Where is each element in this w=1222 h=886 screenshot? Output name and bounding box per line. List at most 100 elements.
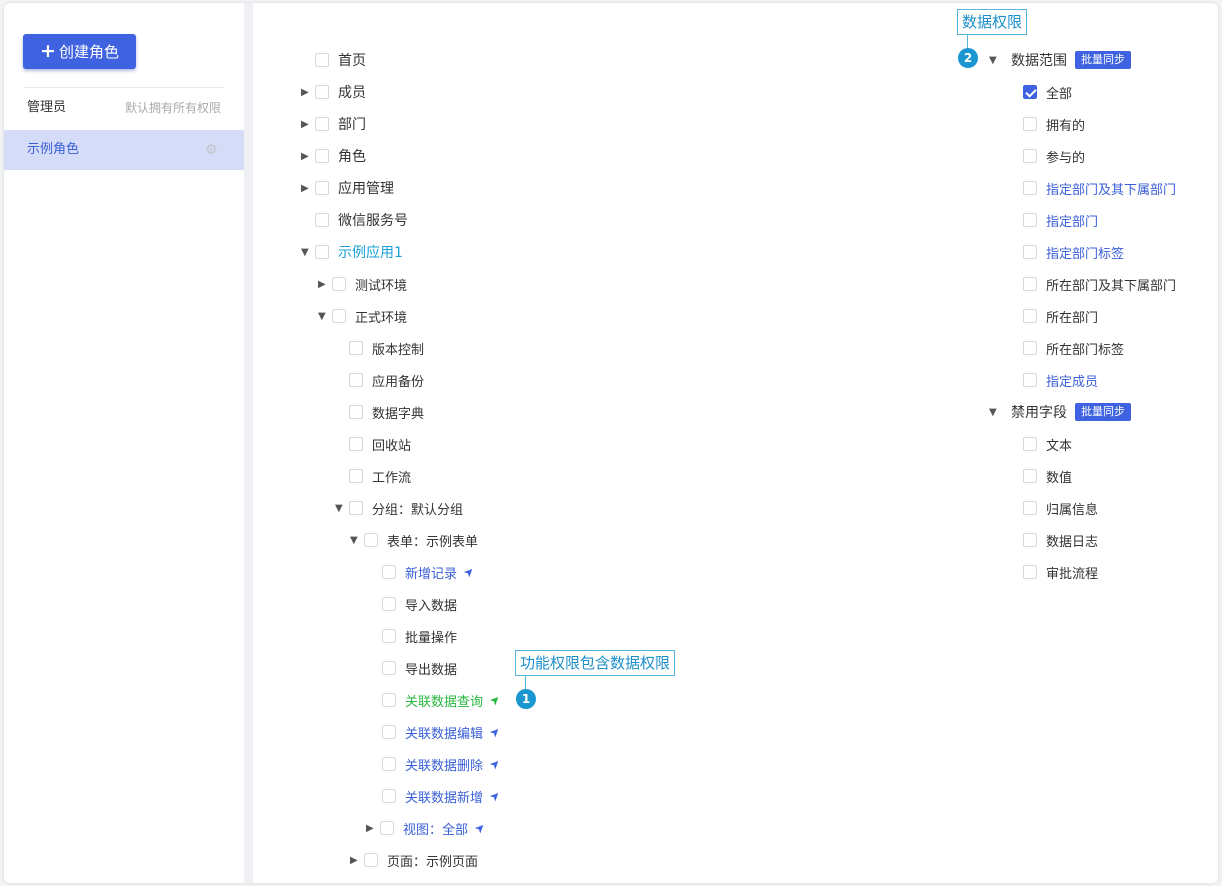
caret-right-icon[interactable]: ▶	[318, 278, 326, 290]
caret-right-icon[interactable]: ▶	[301, 86, 309, 98]
checkbox[interactable]	[380, 821, 394, 835]
caret-right-icon[interactable]: ▶	[301, 150, 309, 162]
tree-node[interactable]: ▶页面：示例页面	[350, 849, 478, 871]
create-role-button[interactable]: +创建角色	[23, 34, 136, 69]
tree-node[interactable]: ▼正式环境	[318, 305, 407, 327]
field-option[interactable]: 归属信息	[1023, 497, 1098, 519]
tree-node[interactable]: ▼表单：示例表单	[350, 529, 478, 551]
caret-down-icon[interactable]: ▼	[335, 502, 343, 514]
checkbox[interactable]	[1023, 437, 1037, 451]
checkbox[interactable]	[315, 245, 329, 259]
tree-node[interactable]: 关联数据新增➤	[368, 785, 504, 807]
tree-node[interactable]: 关联数据查询➤	[368, 689, 504, 711]
checkbox[interactable]	[1023, 533, 1037, 547]
checkbox[interactable]	[349, 341, 363, 355]
checkbox[interactable]	[382, 757, 396, 771]
caret-down-icon[interactable]: ▼	[318, 310, 326, 322]
checkbox[interactable]	[1023, 501, 1037, 515]
checkbox[interactable]	[332, 309, 346, 323]
tree-node[interactable]: 版本控制	[335, 337, 424, 359]
field-option[interactable]: 审批流程	[1023, 561, 1098, 583]
checkbox[interactable]	[1023, 245, 1037, 259]
caret-right-icon[interactable]: ▶	[350, 854, 358, 866]
checkbox[interactable]	[382, 565, 396, 579]
tree-node[interactable]: ▼示例应用1	[301, 241, 403, 263]
tree-node[interactable]: 微信服务号	[301, 209, 408, 231]
checkbox[interactable]	[1023, 373, 1037, 387]
checkbox[interactable]	[315, 85, 329, 99]
gear-icon[interactable]: ⚙	[205, 142, 218, 158]
checkbox[interactable]	[382, 629, 396, 643]
scope-option[interactable]: 指定部门标签	[1023, 241, 1124, 263]
tree-node[interactable]: ▶测试环境	[318, 273, 407, 295]
scope-option[interactable]: 指定部门及其下属部门	[1023, 177, 1176, 199]
checkbox[interactable]	[1023, 117, 1037, 131]
checkbox[interactable]	[349, 501, 363, 515]
caret-right-icon[interactable]: ▶	[366, 822, 374, 834]
role-item-example[interactable]: 示例角色 ⚙	[4, 130, 244, 170]
tree-node[interactable]: 应用备份	[335, 369, 424, 391]
checkbox[interactable]	[364, 533, 378, 547]
checkbox[interactable]	[1023, 149, 1037, 163]
caret-down-icon[interactable]: ▼	[989, 406, 997, 418]
tree-node[interactable]: 回收站	[335, 433, 411, 455]
field-option[interactable]: 数值	[1023, 465, 1072, 487]
tree-node[interactable]: 数据字典	[335, 401, 424, 423]
checkbox[interactable]	[315, 181, 329, 195]
checkbox[interactable]	[315, 149, 329, 163]
checkbox[interactable]	[315, 53, 329, 67]
checkbox[interactable]	[315, 213, 329, 227]
checkbox[interactable]	[382, 725, 396, 739]
tree-node[interactable]: ▼分组：默认分组	[335, 497, 463, 519]
checkbox[interactable]	[1023, 213, 1037, 227]
checkbox[interactable]	[349, 469, 363, 483]
tree-node[interactable]: 首页	[301, 49, 366, 71]
tree-node[interactable]: ▶应用管理	[301, 177, 394, 199]
checkbox[interactable]	[1023, 469, 1037, 483]
tree-node[interactable]: ▶角色	[301, 145, 366, 167]
checkbox[interactable]	[1023, 341, 1037, 355]
tree-node[interactable]: ▶视图：全部➤	[366, 817, 489, 839]
checkbox[interactable]	[382, 693, 396, 707]
tree-node[interactable]: 导入数据	[368, 593, 457, 615]
tree-node[interactable]: 关联数据删除➤	[368, 753, 504, 775]
scope-option[interactable]: 所在部门	[1023, 305, 1098, 327]
caret-down-icon[interactable]: ▼	[989, 54, 997, 66]
tree-node[interactable]: ▶成员	[301, 81, 366, 103]
data-scope-header[interactable]: ▼ 数据范围 批量同步	[989, 49, 1131, 71]
scope-option[interactable]: 指定成员	[1023, 369, 1098, 391]
disabled-fields-header[interactable]: ▼ 禁用字段 批量同步	[989, 401, 1131, 423]
scope-option[interactable]: 指定部门	[1023, 209, 1098, 231]
role-item-admin[interactable]: 管理员 默认拥有所有权限	[4, 88, 244, 128]
checkbox[interactable]	[382, 597, 396, 611]
field-option[interactable]: 文本	[1023, 433, 1072, 455]
checkbox[interactable]	[1023, 277, 1037, 291]
scope-option[interactable]: 所在部门标签	[1023, 337, 1124, 359]
tree-node[interactable]: 关联数据编辑➤	[368, 721, 504, 743]
tree-node[interactable]: 批量操作	[368, 625, 457, 647]
checkbox[interactable]	[1023, 85, 1037, 99]
field-option[interactable]: 数据日志	[1023, 529, 1098, 551]
caret-right-icon[interactable]: ▶	[301, 182, 309, 194]
checkbox[interactable]	[382, 661, 396, 675]
checkbox[interactable]	[382, 789, 396, 803]
tree-node[interactable]: ▶部门	[301, 113, 366, 135]
checkbox[interactable]	[349, 405, 363, 419]
checkbox[interactable]	[332, 277, 346, 291]
tree-node[interactable]: 导出数据	[368, 657, 457, 679]
caret-down-icon[interactable]: ▼	[350, 534, 358, 546]
tree-node[interactable]: 新增记录➤	[368, 561, 478, 583]
checkbox[interactable]	[1023, 181, 1037, 195]
scope-option[interactable]: 参与的	[1023, 145, 1085, 167]
checkbox[interactable]	[364, 853, 378, 867]
caret-right-icon[interactable]: ▶	[301, 118, 309, 130]
batch-sync-button[interactable]: 批量同步	[1075, 403, 1131, 421]
scope-option[interactable]: 所在部门及其下属部门	[1023, 273, 1176, 295]
tree-node[interactable]: 工作流	[335, 465, 411, 487]
checkbox[interactable]	[315, 117, 329, 131]
checkbox[interactable]	[349, 437, 363, 451]
checkbox[interactable]	[349, 373, 363, 387]
batch-sync-button[interactable]: 批量同步	[1075, 51, 1131, 69]
caret-down-icon[interactable]: ▼	[301, 246, 309, 258]
checkbox[interactable]	[1023, 565, 1037, 579]
